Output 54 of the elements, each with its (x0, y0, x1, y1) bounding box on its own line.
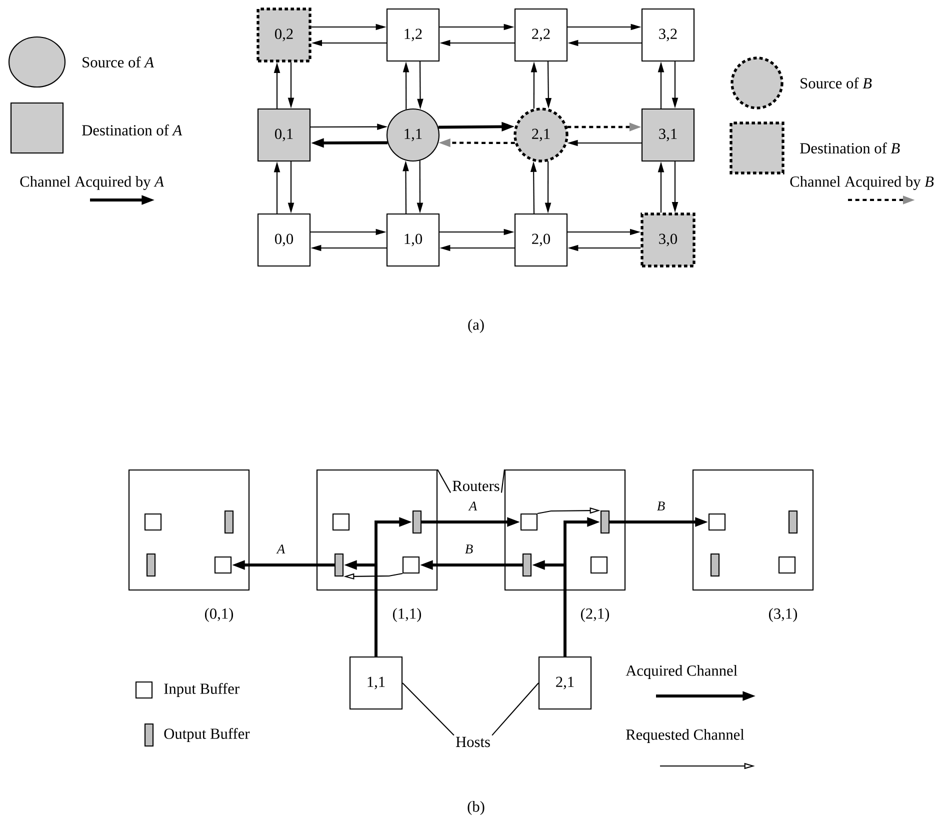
legend-text: Output Buffer (164, 728, 250, 742)
router-label: (2,1) (580, 608, 610, 622)
edge-label: A (276, 543, 286, 555)
input-buffer (778, 556, 796, 574)
edge-label: B (464, 543, 474, 555)
output-buffer (412, 510, 422, 534)
leader-line (492, 682, 539, 736)
edge-label: A (468, 500, 478, 512)
leader-line (500, 469, 505, 493)
node-box: 2,0 (514, 213, 568, 267)
edge-label: B (656, 500, 666, 512)
output-buffer (146, 553, 156, 577)
legend-text: Requested Channel (626, 729, 744, 743)
panel-label: (a) (468, 319, 484, 333)
legend-text: Destination of B (800, 142, 900, 154)
leader-line (437, 469, 452, 493)
node-box: 3,1 (641, 108, 695, 162)
legend-text: Channel Acquired by A (20, 176, 164, 190)
node-box: 0,2 (256, 8, 312, 62)
node-box: 1,0 (386, 213, 440, 267)
router-label: (1,1) (392, 608, 422, 622)
input-buffer (332, 513, 350, 531)
host-box: 2,1 (538, 656, 592, 710)
node-box: 0,0 (257, 213, 311, 267)
output-buffer (224, 510, 234, 534)
leader-line (402, 682, 454, 736)
callout-label: Routers (452, 480, 500, 492)
output-buffer (788, 510, 798, 534)
panel-label: (b) (468, 801, 484, 815)
input-buffer (708, 513, 726, 531)
node-box: 1,2 (386, 8, 440, 62)
output-buffer (334, 553, 344, 577)
output-buffer (522, 553, 532, 577)
input-buffer (214, 556, 232, 574)
node-box: 3,2 (641, 8, 695, 62)
legend-text: Acquired Channel (626, 665, 738, 679)
output-buffer (600, 510, 610, 534)
node-box: 3,0 (640, 212, 696, 268)
node-box: 0,1 (257, 108, 311, 162)
legend-text: Destination of A (82, 124, 182, 136)
router-label: (3,1) (769, 608, 798, 622)
input-buffer (590, 556, 608, 574)
input-buffer (402, 556, 420, 574)
legend-text: Channel Acquired by B (790, 176, 934, 190)
router-label: (0,1) (204, 608, 234, 622)
input-buffer (520, 513, 538, 531)
output-buffer (710, 553, 720, 577)
callout-label: Hosts (456, 736, 490, 748)
input-buffer (144, 513, 162, 531)
host-box: 1,1 (349, 656, 403, 710)
legend-text: Source of A (82, 56, 154, 68)
node-box: 2,2 (514, 8, 568, 62)
legend-text: Input Buffer (164, 682, 240, 698)
legend-text: Source of B (800, 78, 872, 88)
